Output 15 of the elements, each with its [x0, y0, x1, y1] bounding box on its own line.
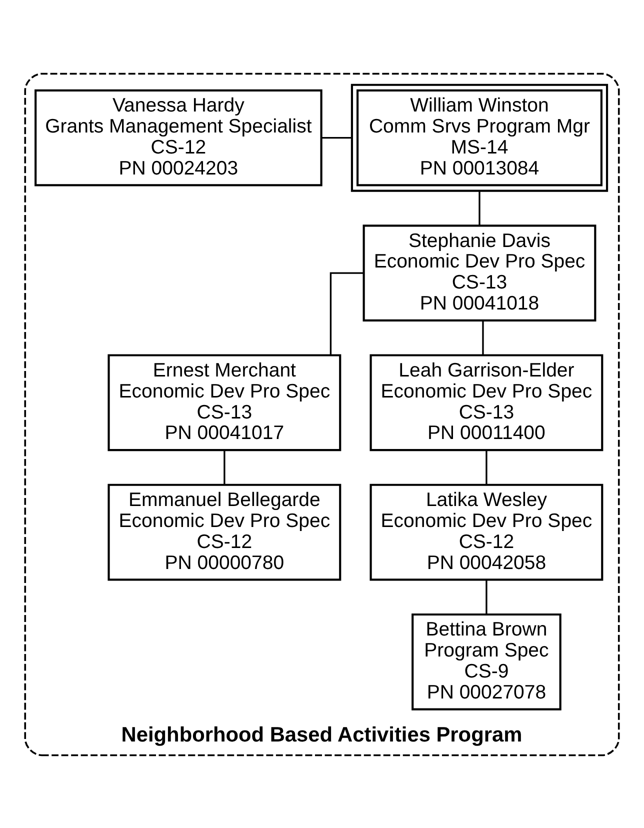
- node-box: Bettina Brown Program Spec CS-9 PN 00027078: [412, 612, 562, 710]
- connector: [486, 579, 488, 614]
- connector: [321, 136, 352, 138]
- node-box: Latika Wesley Economic Dev Pro Spec CS-12 PN 00042058: [370, 483, 604, 580]
- connector: [330, 272, 364, 355]
- connector: [486, 450, 488, 484]
- node-box: William Winston Comm Srvs Program Mgr MS-14 PN 00013084: [350, 83, 608, 192]
- node-box: Vanessa Hardy Grants Management Specialist CS-12 PN 00024203: [34, 88, 322, 186]
- node-box: Emmanuel Bellegarde Economic Dev Pro Spec CS-12 PN 00000780: [108, 483, 342, 580]
- node-box: Ernest Merchant Economic Dev Pro Spec CS-13 PN 00041017: [108, 354, 342, 451]
- node-box: Stephanie Davis Economic Dev Pro Spec CS-13 PN 00041018: [362, 224, 596, 321]
- node-box: Leah Garrison-Elder Economic Dev Pro Spec CS-13 PN 00011400: [370, 354, 604, 451]
- connector: [482, 320, 484, 355]
- connector: [478, 190, 480, 225]
- connector: [224, 450, 226, 484]
